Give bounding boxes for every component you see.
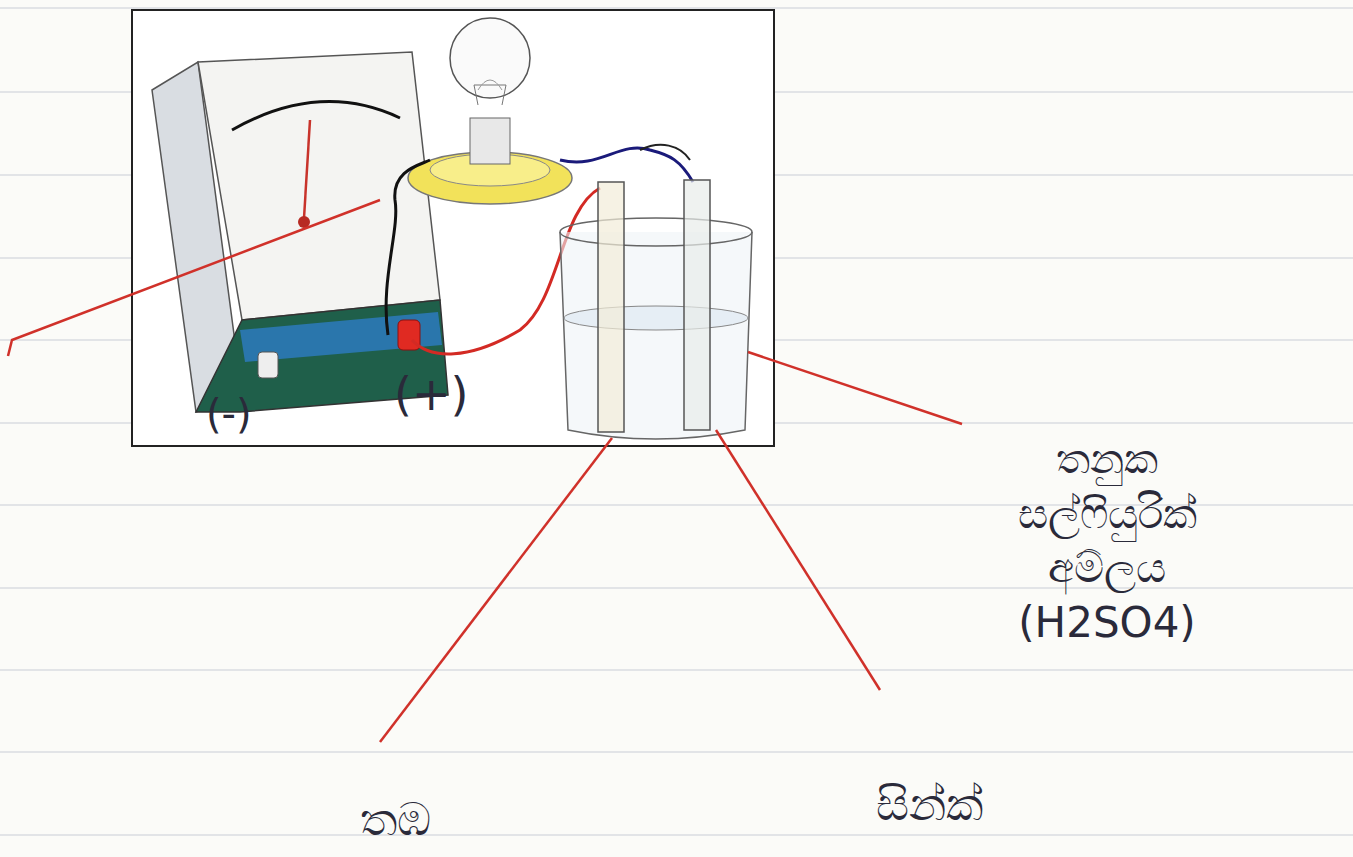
picture-frame [132,10,774,446]
part-label: තනුක සල්ෆියුරික් අම්ලය (H2SO4) [972,432,1242,650]
leader-lines [8,200,962,742]
terminal-sign: (-) [206,388,306,440]
part-label: සින්ක් [876,775,1076,835]
beaker [560,180,752,439]
ruled-lines [0,8,1353,835]
terminal-sign: (+) [394,365,504,425]
meter [152,52,448,412]
bulb [408,18,572,204]
part-label: තඹ [360,790,500,850]
